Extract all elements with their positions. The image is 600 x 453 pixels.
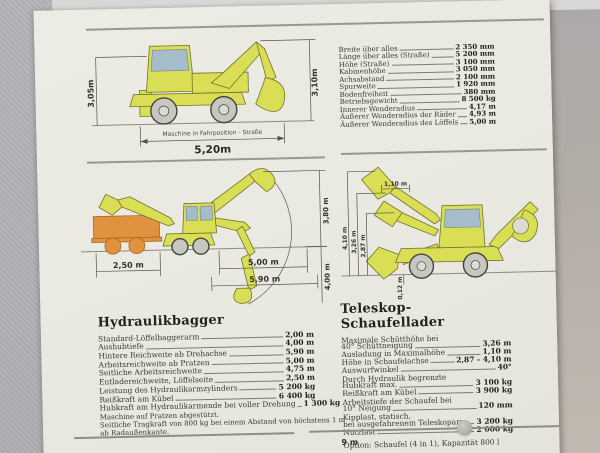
dim-height-left: 3,05m [86, 79, 96, 107]
spec-label: Äußerer Wenderadius des Löffels [340, 117, 459, 129]
option-note: Option: Schaufel (4 in 1), Kapazität 800… [343, 437, 500, 450]
dim-dump-height: 3,26 m [351, 230, 359, 253]
dim-min-height: 2,87 m [360, 234, 368, 257]
spec-label: Nutzlast [343, 426, 376, 437]
leader-line [297, 405, 302, 407]
spec-value: 40° [497, 361, 512, 372]
dim-rear-reach: 5,90 m [249, 274, 280, 284]
rear-bucket [512, 217, 529, 235]
brochure-page: 3,05m 3,10m Maschine in Fahrposition - S… [33, 0, 561, 453]
teleskop-heading: Teleskop-Schaufellader [340, 300, 445, 333]
loader-working-positions [361, 166, 539, 280]
digging-envelope-diagram: 2,50 m 5,00 m 5,90 m 3,80 m 4,00 m [81, 168, 332, 305]
dimension-lines [346, 170, 411, 285]
dimensions-table: Breite über alles 2 350 mm Länge über al… [338, 41, 497, 129]
bucket [255, 77, 286, 112]
transport-position-diagram: 3,05m 3,10m Maschine in Fahrposition - S… [86, 39, 320, 156]
spec-value: 5,00 m [469, 115, 497, 126]
leader-line [457, 115, 468, 117]
dim-height-right: 3,10m [310, 68, 320, 96]
spec-value: 1 300 kg [303, 398, 341, 409]
spec-value: 3 900 kg [475, 385, 513, 395]
bucket-raised [248, 168, 276, 193]
leader-line [431, 55, 454, 58]
dim-work-reach: 5,00 m [248, 257, 279, 267]
spec-value: 120 mm [478, 400, 513, 411]
dim-length: 5,20m [194, 143, 231, 156]
hydraulikbagger-section: Hydraulikbagger Standard-Löffelbaggerarm… [97, 311, 345, 438]
dim-height: 3,80 m [322, 197, 331, 224]
work-envelope-arc [248, 169, 292, 305]
dim-depth: 4,00 m [323, 263, 332, 290]
dimension-lines [95, 39, 316, 147]
leader-line [460, 123, 468, 125]
dim-ground-depth: 0,12 m [397, 276, 405, 299]
diagram-caption: Maschine in Fahrposition - Straße [162, 129, 262, 138]
dump-trailer [91, 214, 163, 255]
telescopic-loader-diagram: 1,10 m 4,10 m 3,26 m 2,87 m 0,12 m [342, 166, 561, 300]
dim-unload-reach: 2,50 m [113, 260, 144, 270]
teleskop-list: Maximale Schütthöhe bei 40° Schüttneigun… [341, 332, 514, 437]
excavator-working-positions [98, 168, 276, 304]
right-divider [340, 148, 547, 155]
excavator-side-view [129, 41, 286, 125]
spec-value: 2 000 kg [476, 423, 514, 434]
dim-overhang: 1,10 m [384, 180, 407, 188]
top-rule [85, 18, 544, 31]
dim-max-height: 4,10 m [342, 227, 350, 250]
spec-row: Äußerer Wenderadius des Löffels 5,00 m [340, 115, 497, 129]
leader-line [239, 388, 277, 391]
dimension-lines [95, 169, 327, 303]
shovel-high [361, 166, 397, 200]
partial-dimension-text: 9 m [341, 437, 359, 448]
shovel-mid [373, 200, 403, 228]
hydraulikbagger-list: Standard-Löffelbaggerarm 2,00 m Aushubti… [98, 329, 340, 412]
shovel-low [365, 246, 400, 280]
leader-line [430, 361, 455, 364]
hydraulikbagger-heading: Hydraulikbagger [97, 312, 225, 331]
bucket-digging [233, 287, 253, 304]
bucket-unloading [98, 193, 123, 216]
